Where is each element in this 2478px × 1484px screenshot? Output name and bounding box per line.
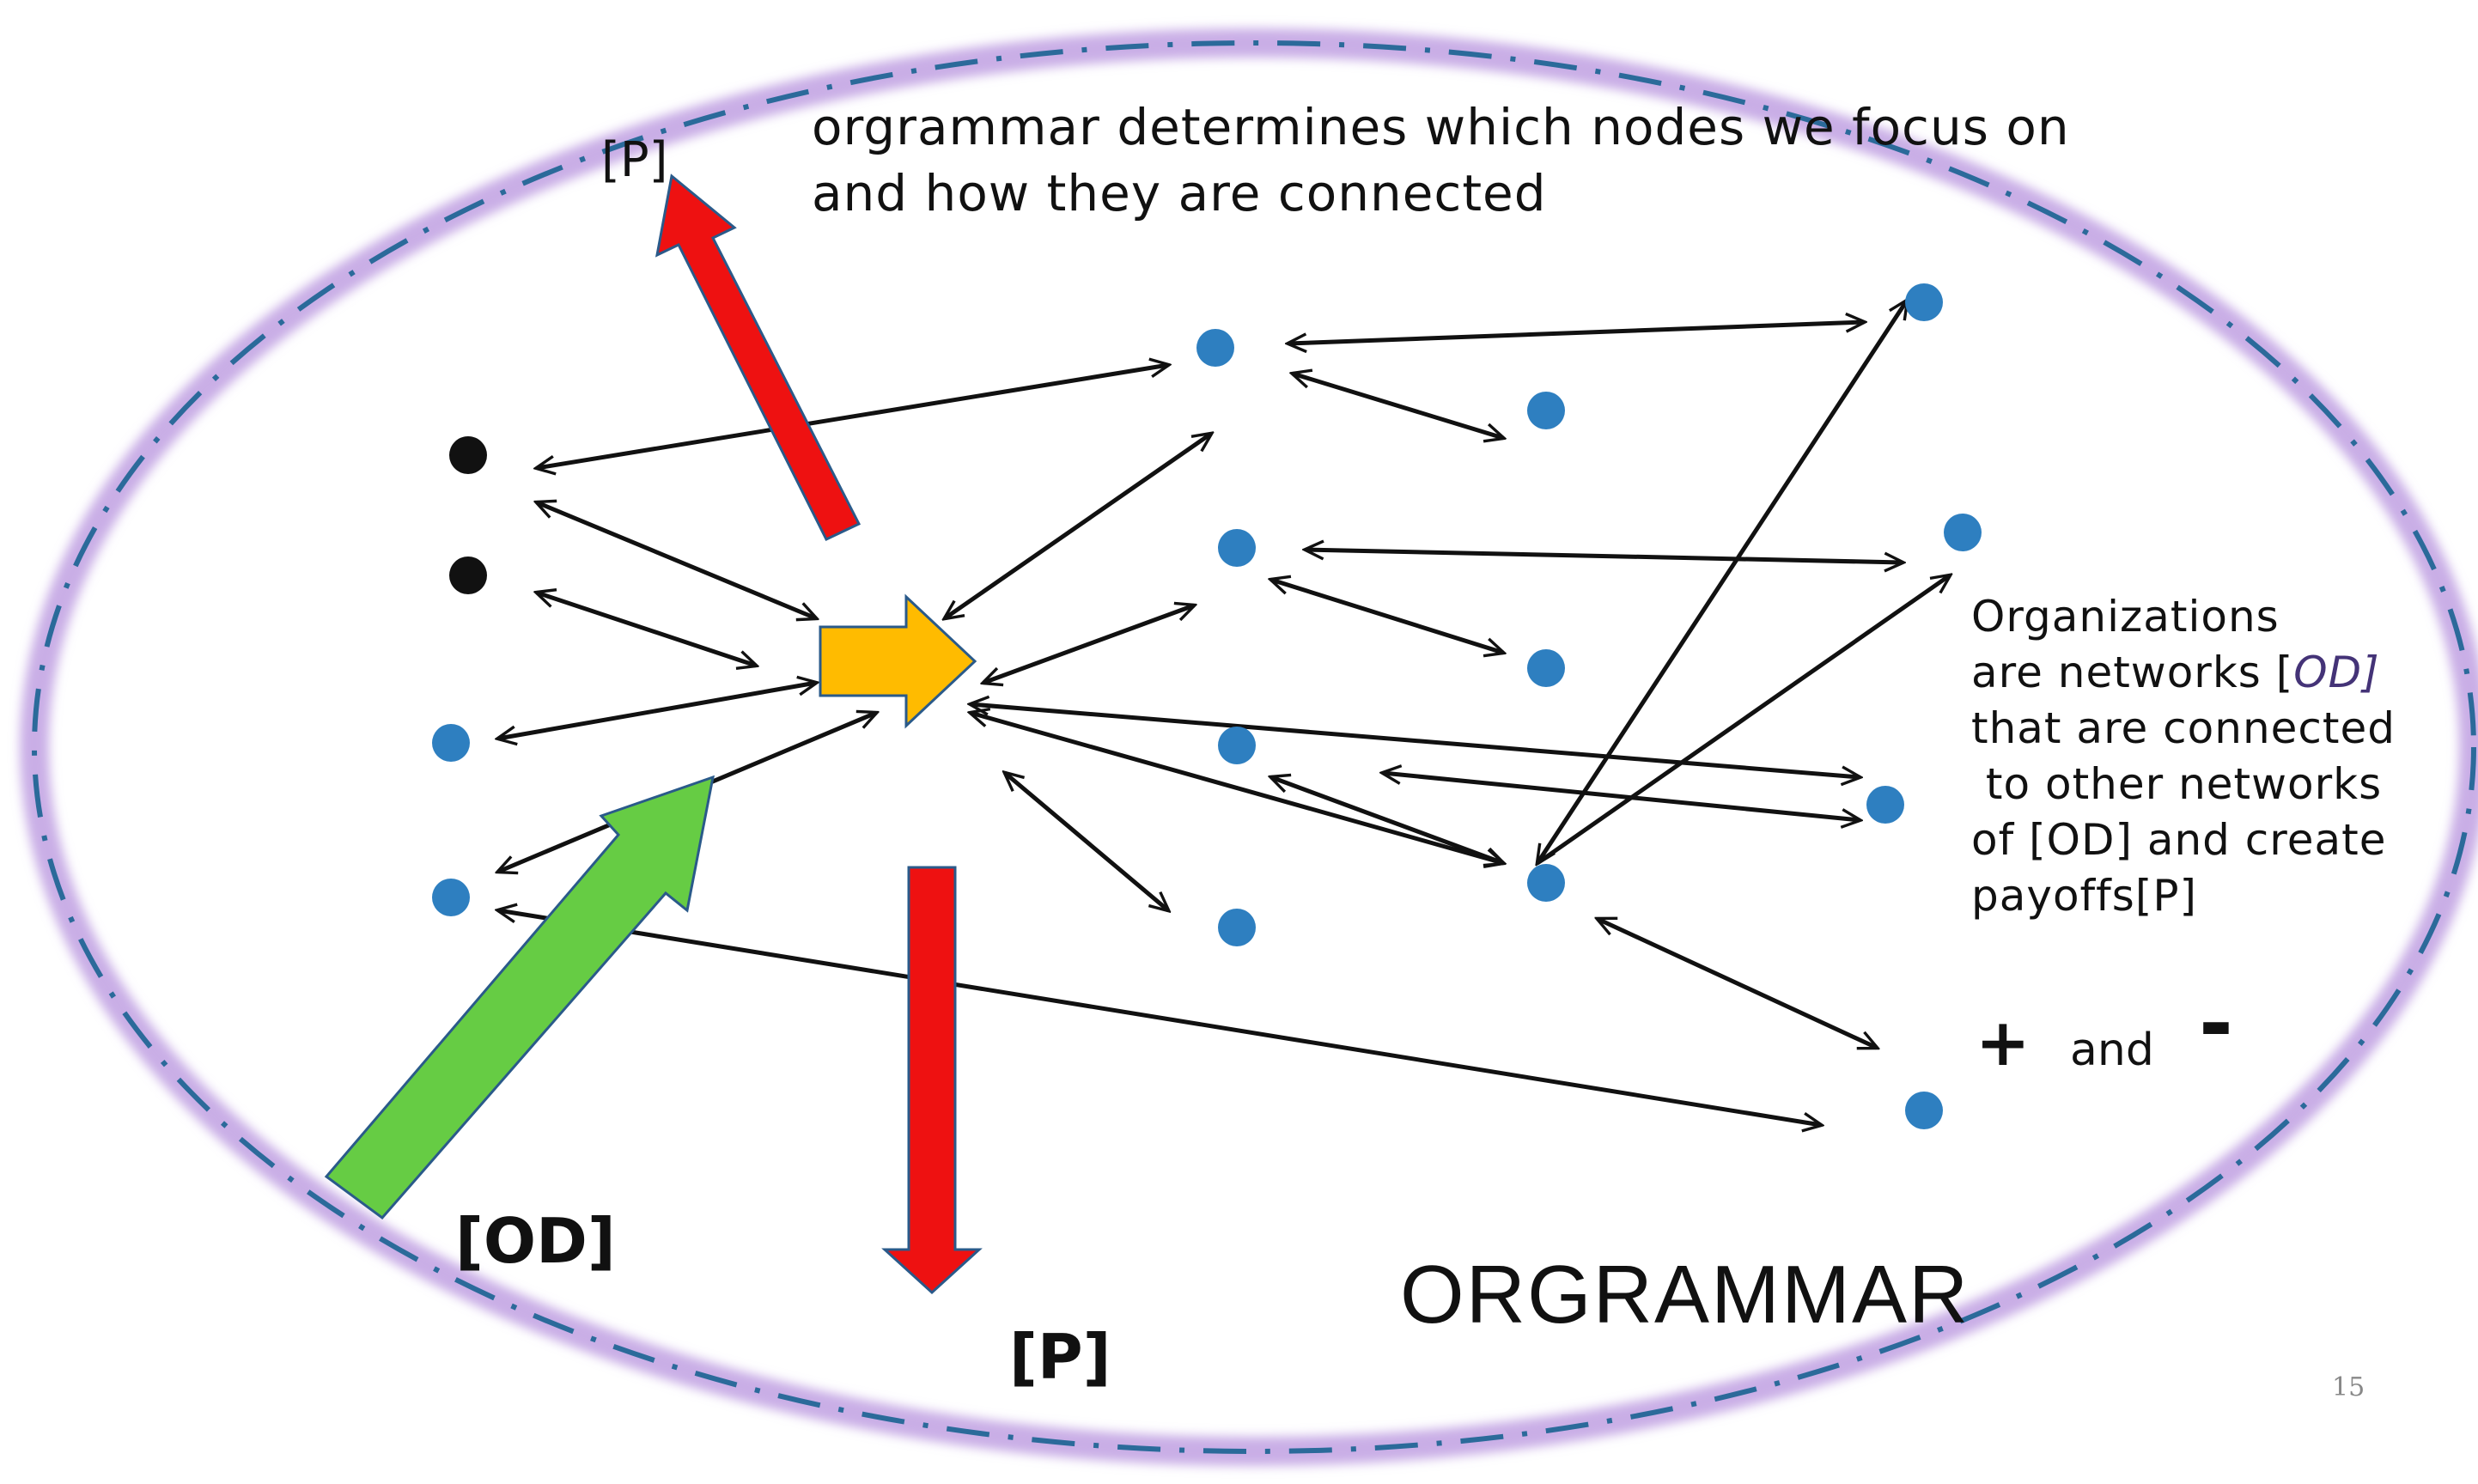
od-label: [OD]: [455, 1205, 616, 1277]
payoff-label-top: [P]: [601, 132, 667, 188]
side-note-line-2: are networks [OD]: [1971, 648, 2380, 697]
node: [1196, 329, 1234, 367]
connector: [971, 704, 1860, 777]
connector: [498, 910, 1821, 1125]
node: [1218, 529, 1256, 567]
connector: [1306, 550, 1903, 563]
node: [1866, 786, 1904, 824]
node: [1905, 1092, 1943, 1129]
side-note-line-4: to other networks: [1971, 759, 2382, 809]
network-connectors: [498, 301, 1950, 1125]
organization-center-arrow: [819, 593, 977, 729]
text-labels: orgrammar determines which nodes we focu…: [455, 98, 2396, 1402]
heading-line-1: orgrammar determines which nodes we focu…: [812, 98, 2070, 156]
payoff-label-bottom: [P]: [1009, 1321, 1111, 1393]
od-input-arrow: [324, 775, 715, 1220]
connector: [1271, 580, 1503, 653]
side-note-line-5: of [OD] and create: [1971, 815, 2387, 865]
connector: [1383, 773, 1860, 820]
node-dark: [449, 556, 487, 594]
connector: [537, 593, 756, 666]
connector: [1293, 374, 1503, 438]
node-dark: [449, 436, 487, 474]
page-number: 15: [2332, 1372, 2365, 1402]
connector: [1005, 773, 1168, 910]
connector: [1537, 301, 1907, 863]
connector: [1288, 322, 1864, 344]
side-note-prefix: are networks [: [1971, 648, 2293, 697]
side-note-line-1: Organizations: [1971, 592, 2280, 642]
connector: [1536, 575, 1950, 866]
side-note-od: OD: [2293, 648, 2362, 697]
boundary-dashed-line: [32, 40, 2476, 1454]
network-nodes: [432, 283, 1982, 1129]
side-note-line-6: payoffs[P]: [1971, 871, 2197, 921]
node: [432, 724, 470, 762]
and-label: and: [2070, 1025, 2154, 1076]
minus-sign: -: [2199, 976, 2233, 1072]
side-note-line-3: that are connected: [1971, 703, 2396, 753]
node: [1527, 392, 1565, 429]
payoff-arrow-down: [881, 866, 983, 1295]
node: [1218, 909, 1256, 946]
node: [1527, 649, 1565, 687]
connector: [537, 502, 816, 618]
connector: [945, 434, 1211, 618]
node: [1527, 864, 1565, 902]
side-note-bracket: ]: [2360, 648, 2380, 697]
node: [1218, 727, 1256, 764]
orgrammar-title: ORGRAMMAR: [1400, 1249, 1970, 1341]
payoff-arrow-up: [655, 173, 862, 541]
node: [432, 879, 470, 916]
node: [1944, 514, 1982, 551]
node: [1905, 283, 1943, 321]
connector: [983, 605, 1194, 683]
heading-line-2: and how they are connected: [812, 164, 1547, 222]
connector: [498, 683, 816, 739]
connector: [1598, 919, 1877, 1048]
connector: [537, 365, 1168, 468]
organization-boundary: [20, 28, 2478, 1466]
plus-sign: +: [1976, 1004, 2030, 1080]
block-arrows: [324, 173, 983, 1295]
connector: [1271, 777, 1503, 863]
